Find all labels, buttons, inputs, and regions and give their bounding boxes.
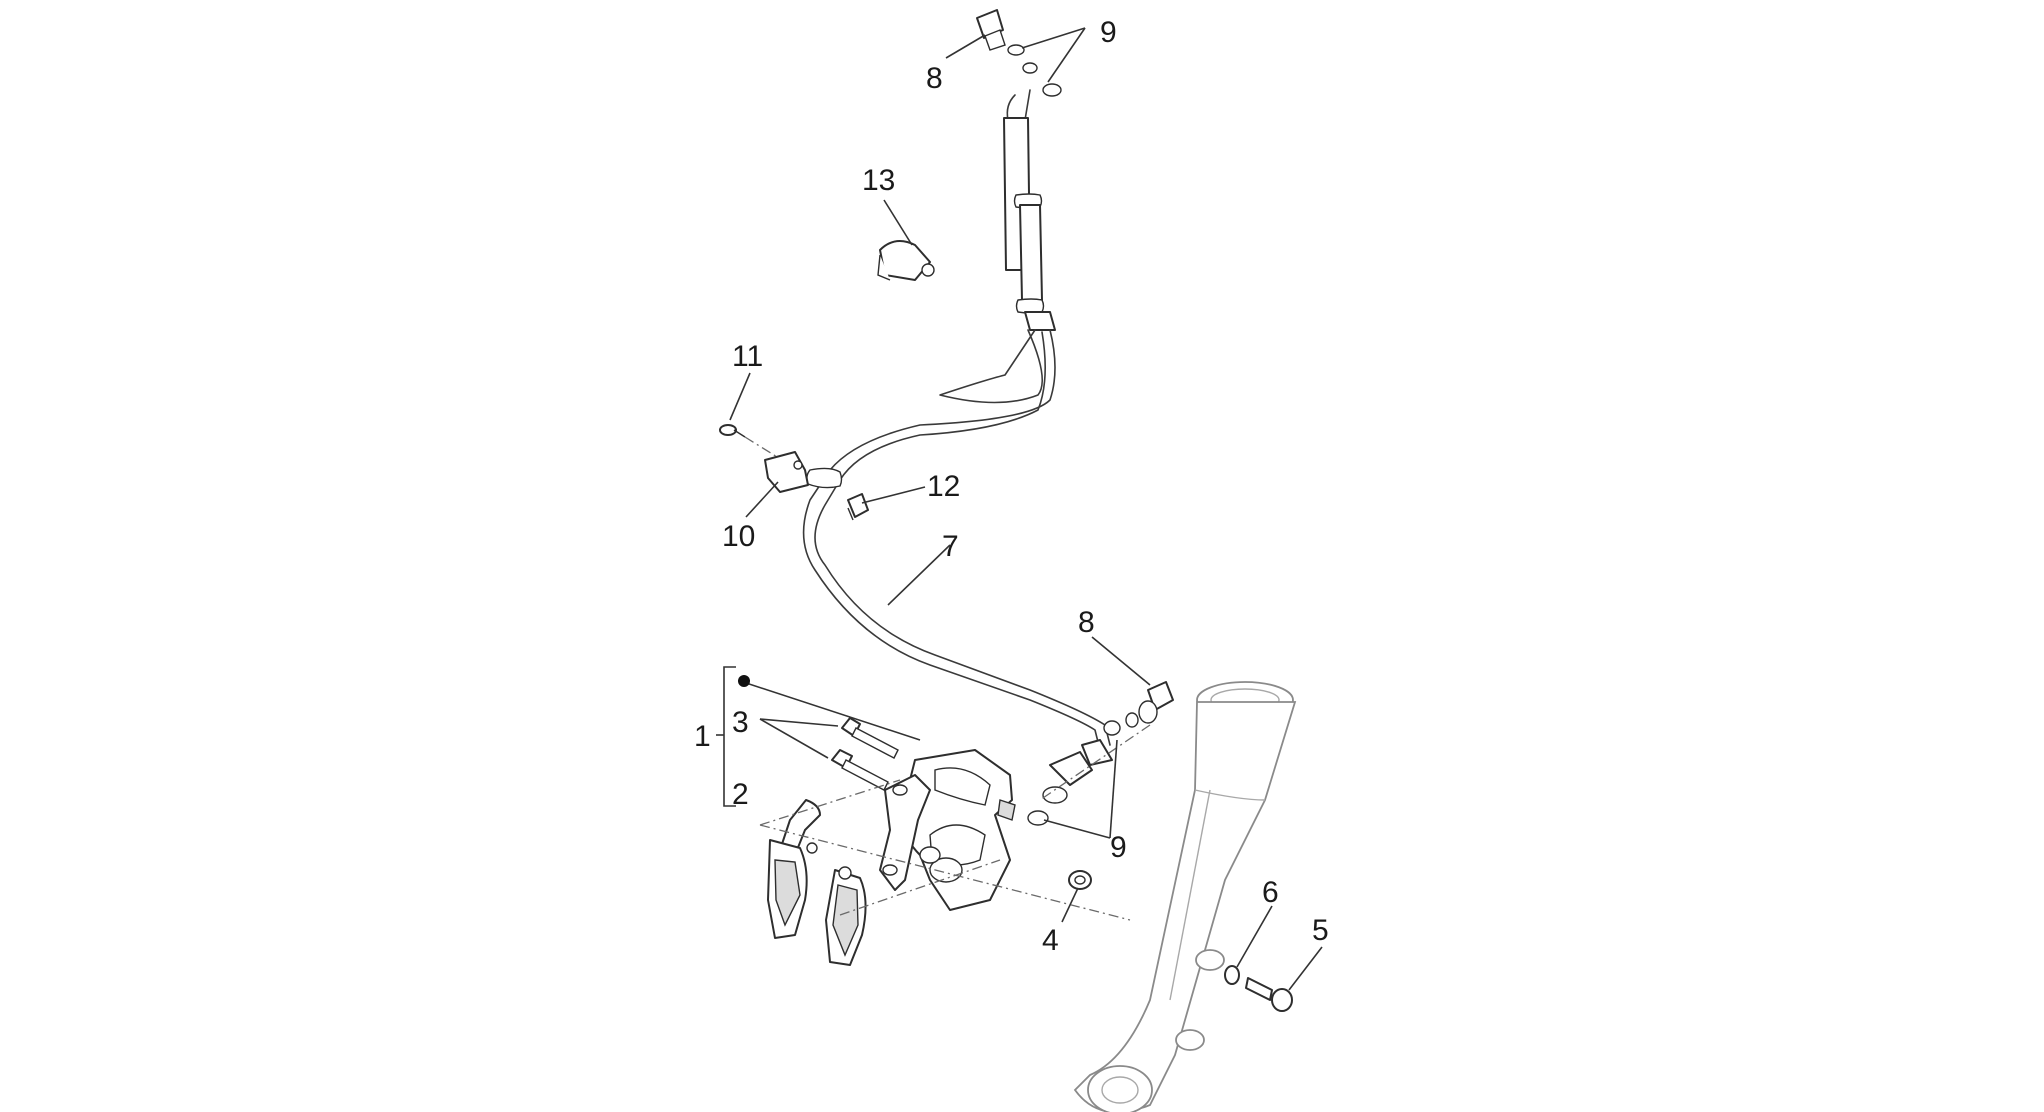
lower-banjo-bolt	[1125, 681, 1174, 728]
brake-hose	[802, 89, 1113, 804]
caliper-bolt-lower	[831, 749, 889, 791]
screw-11	[719, 424, 746, 438]
leader-lines	[716, 27, 1323, 991]
callout-2: 2	[732, 778, 749, 811]
bracket-10	[764, 451, 809, 493]
brake-pad-a	[767, 839, 808, 939]
callout-6: 6	[1262, 876, 1279, 909]
callout-13: 13	[862, 164, 895, 197]
washer-6	[1224, 965, 1240, 985]
axis-banjo	[1039, 724, 1151, 801]
callout-12: 12	[927, 470, 960, 503]
upper-washer-b	[1042, 83, 1062, 97]
brake-caliper	[879, 749, 1016, 911]
pad-pin-hole	[806, 842, 818, 854]
axis-pads-upper	[759, 779, 901, 826]
upper-hose-fitting	[1022, 62, 1038, 74]
axis-pads-mid	[839, 859, 1001, 916]
callout-9-top: 9	[1100, 16, 1117, 49]
callout-8-top: 8	[926, 62, 943, 95]
brake-pad-b	[825, 866, 867, 966]
upper-washer-a	[1007, 44, 1025, 56]
callout-11: 11	[732, 340, 763, 373]
lower-washer-b	[1027, 810, 1049, 826]
callout-7: 7	[942, 530, 959, 563]
washer-4	[1068, 870, 1092, 890]
callout-9-bottom: 9	[1110, 831, 1127, 864]
kit-marker-dot	[738, 675, 750, 687]
callout-8-mid: 8	[1078, 606, 1095, 639]
hose-clamp	[877, 240, 935, 281]
bolt-5	[1245, 977, 1293, 1012]
lower-washer-a	[1103, 720, 1121, 736]
fork-leg	[1073, 681, 1297, 1112]
callout-4: 4	[1042, 924, 1059, 957]
clip-12	[847, 493, 869, 521]
callout-10: 10	[722, 520, 755, 553]
axis-pads-lower	[759, 824, 1131, 921]
callout-5: 5	[1312, 914, 1329, 947]
upper-banjo-bolt	[976, 9, 1006, 51]
caliper-bolt-upper	[841, 717, 899, 759]
callout-3: 3	[732, 706, 749, 739]
callout-1: 1	[694, 720, 711, 753]
